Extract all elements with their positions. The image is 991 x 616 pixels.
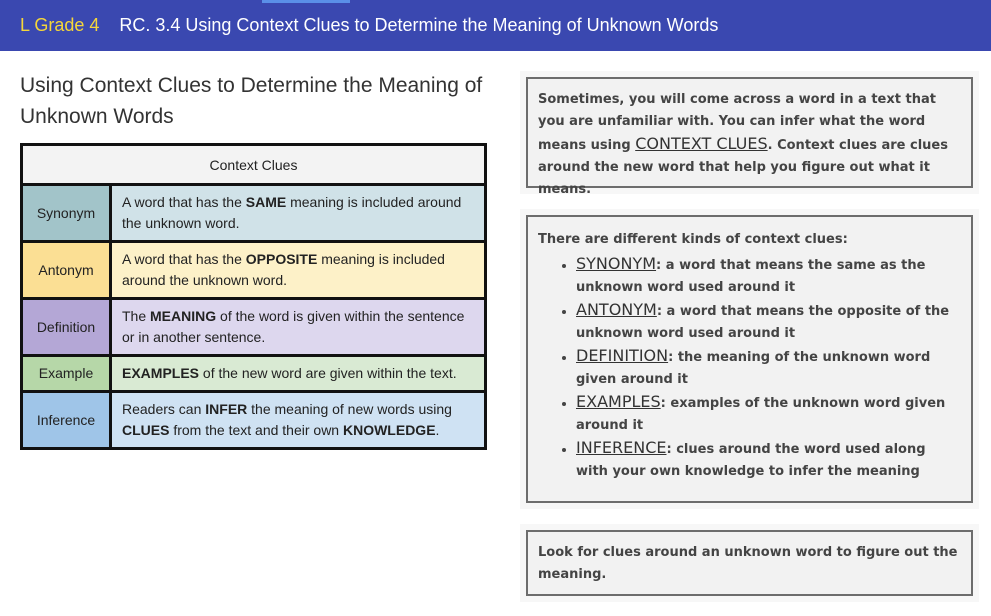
list-item: ANTONYM: a word that means the opposite … <box>576 299 961 345</box>
table-row: Antonym A word that has the OPPOSITE mea… <box>21 240 486 299</box>
table-row: Definition The MEANING of the word is gi… <box>21 297 486 356</box>
list-item: SYNONYM: a word that means the same as t… <box>576 253 961 299</box>
list-item: DEFINITION: the meaning of the unknown w… <box>576 345 961 391</box>
context-clues-highlight: CONTEXT CLUES <box>635 134 768 153</box>
clue-kinds-list: SYNONYM: a word that means the same as t… <box>538 253 961 483</box>
tip-textbox: Look for clues around an unknown word to… <box>526 530 973 596</box>
kinds-of-clues-textbox: There are different kinds of context clu… <box>526 215 973 503</box>
clue-term: Antonym <box>21 240 112 299</box>
table-body: Synonym A word that has the SAME meaning… <box>21 183 486 449</box>
clue-description: A word that has the SAME meaning is incl… <box>110 183 486 242</box>
grade-label[interactable]: L Grade 4 <box>20 15 100 35</box>
clue-term: Synonym <box>21 183 112 242</box>
clue-term: Inference <box>21 390 112 449</box>
clue-description: A word that has the OPPOSITE meaning is … <box>110 240 486 299</box>
lesson-title: RC. 3.4 Using Context Clues to Determine… <box>119 15 719 35</box>
kinds-intro: There are different kinds of context clu… <box>538 232 848 247</box>
clue-description: EXAMPLES of the new word are given withi… <box>110 354 486 392</box>
header-active-indicator <box>262 0 350 3</box>
table-row: Inference Readers can INFER the meaning … <box>21 390 486 449</box>
intro-textbox: Sometimes, you will come across a word i… <box>526 77 973 197</box>
clue-term: Definition <box>21 297 112 356</box>
page-title: Using Context Clues to Determine the Mea… <box>20 74 483 128</box>
list-item: INFERENCE: clues around the word used al… <box>576 437 961 483</box>
clue-description: Readers can INFER the meaning of new wor… <box>110 390 486 449</box>
list-item: EXAMPLES: examples of the unknown word g… <box>576 391 961 437</box>
context-clues-table: Context Clues Synonym A word that has th… <box>20 143 487 450</box>
clue-description: The MEANING of the word is given within … <box>110 297 486 356</box>
table-row: Synonym A word that has the SAME meaning… <box>21 183 486 242</box>
top-header-bar: L Grade 4 RC. 3.4 Using Context Clues to… <box>0 0 991 51</box>
clue-term: Example <box>21 354 112 392</box>
table-row: Example EXAMPLES of the new word are giv… <box>21 354 486 392</box>
table-heading: Context Clues <box>21 144 486 186</box>
